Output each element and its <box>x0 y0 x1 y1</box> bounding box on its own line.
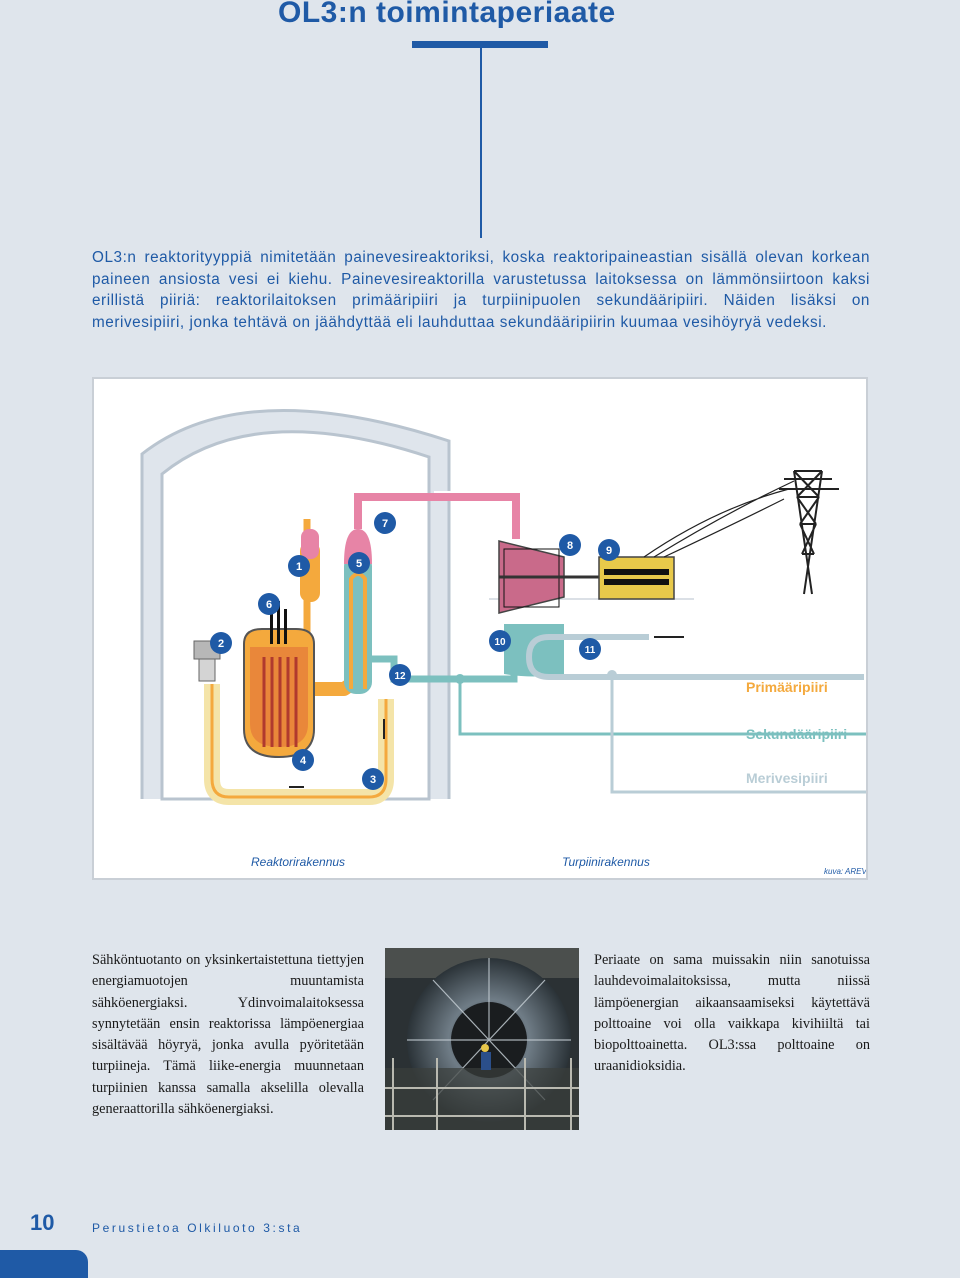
power-lines <box>644 481 794 557</box>
svg-text:11: 11 <box>585 645 596 656</box>
badge-12: 12 <box>389 664 411 686</box>
badge-7: 7 <box>374 512 396 534</box>
plant-diagram-svg: 1 2 3 4 5 6 7 8 9 10 11 12 Primääripiiri… <box>94 379 866 878</box>
page-title: OL3:n toimintaperiaate <box>278 0 616 30</box>
badge-8: 8 <box>559 534 581 556</box>
badge-5: 5 <box>348 552 370 574</box>
legend-marker-seawater <box>607 670 617 680</box>
seawater-loop <box>529 637 864 677</box>
svg-text:5: 5 <box>356 558 362 570</box>
legend-primary: Primääripiiri <box>746 679 828 695</box>
svg-text:4: 4 <box>300 755 307 767</box>
svg-text:9: 9 <box>606 545 612 557</box>
body-column-left: Sähköntuotanto on yksinkertaistettuna ti… <box>92 950 364 1120</box>
svg-text:7: 7 <box>382 518 388 530</box>
caption-turbine-building: Turpiinirakennus <box>562 855 650 869</box>
svg-text:3: 3 <box>370 774 376 786</box>
page-number: 10 <box>30 1210 54 1236</box>
caption-reactor-building: Reaktorirakennus <box>251 855 345 869</box>
svg-text:10: 10 <box>494 637 506 648</box>
footer-corner-tab <box>0 1250 88 1278</box>
title-underline <box>412 41 548 48</box>
svg-text:8: 8 <box>567 540 573 552</box>
pressurizer-steam <box>301 529 319 559</box>
turbine-photo <box>385 948 579 1130</box>
footer-publication-title: Perustietoa Olkiluoto 3:sta <box>92 1221 302 1235</box>
svg-text:2: 2 <box>218 638 224 650</box>
image-credit: kuva: AREVA <box>824 867 866 876</box>
body-column-right: Periaate on sama muissakin niin sanotuis… <box>594 950 870 1078</box>
generator <box>599 557 674 599</box>
plant-diagram: 1 2 3 4 5 6 7 8 9 10 11 12 Primääripiiri… <box>92 377 868 880</box>
legend-marker-secondary <box>455 674 465 684</box>
title-connector-line <box>480 48 482 238</box>
coolant-pump <box>199 659 215 681</box>
generator-winding <box>604 579 669 585</box>
badge-3: 3 <box>362 768 384 790</box>
svg-text:12: 12 <box>394 671 406 682</box>
intro-paragraph: OL3:n reaktorityyppiä nimitetään paineve… <box>92 247 870 333</box>
badge-11: 11 <box>579 638 601 660</box>
badge-1: 1 <box>288 555 310 577</box>
badge-10: 10 <box>489 630 511 652</box>
badge-4: 4 <box>292 749 314 771</box>
svg-text:6: 6 <box>266 599 272 611</box>
legend-seawater: Merivesipiiri <box>746 770 828 786</box>
svg-text:1: 1 <box>296 561 302 573</box>
badge-9: 9 <box>598 539 620 561</box>
turbine-photo-illustration <box>385 948 579 1130</box>
badge-6: 6 <box>258 593 280 615</box>
control-rod-drive <box>284 609 287 644</box>
badge-2: 2 <box>210 632 232 654</box>
legend-secondary: Sekundääripiiri <box>746 726 847 742</box>
generator-winding <box>604 569 669 575</box>
